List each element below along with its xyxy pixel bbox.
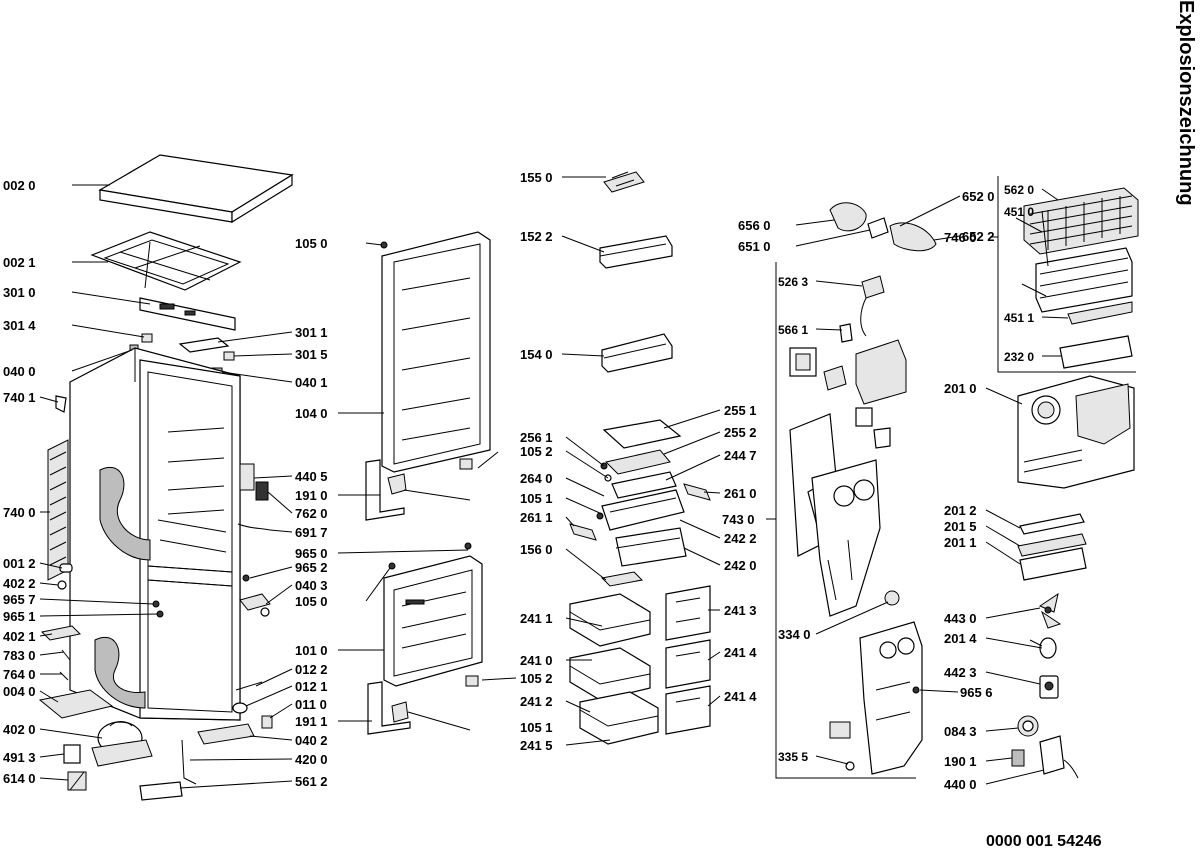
label-1911: 191 1	[295, 714, 328, 729]
label-6522: 652 2	[962, 229, 995, 244]
label-1540: 154 0	[520, 347, 553, 362]
label-4510: 451 0	[1004, 205, 1034, 219]
label-7830: 783 0	[3, 648, 36, 663]
label-6510: 651 0	[738, 239, 771, 254]
label-2561: 256 1	[520, 430, 553, 445]
label-6917: 691 7	[295, 525, 328, 540]
label-1052b: 105 2	[520, 671, 553, 686]
label-0121: 012 1	[295, 679, 328, 694]
cabinet-assembly	[38, 154, 294, 791]
label-1910: 191 0	[295, 488, 328, 503]
label-6140: 614 0	[3, 771, 36, 786]
label-3010: 301 0	[3, 285, 36, 300]
label-6520: 652 0	[962, 189, 995, 204]
label-1050a: 105 0	[295, 236, 328, 251]
evaporator-and-fan-parts	[997, 176, 1139, 779]
label-0040: 004 0	[3, 684, 36, 699]
label-2413: 241 3	[724, 603, 757, 618]
label-1522: 152 2	[520, 229, 553, 244]
label-4020: 402 0	[3, 722, 36, 737]
label-0401: 040 1	[295, 375, 328, 390]
label-0402: 040 2	[295, 733, 328, 748]
label-1051a: 105 1	[520, 491, 553, 506]
diagram-title: Explosionszeichnung	[1175, 0, 1197, 206]
label-2014: 201 4	[944, 631, 977, 646]
label-2610: 261 0	[724, 486, 757, 501]
label-4400: 440 0	[944, 777, 977, 792]
label-4430: 443 0	[944, 611, 977, 626]
label-1051b: 105 1	[520, 720, 553, 735]
label-0122: 012 2	[295, 662, 328, 677]
label-2012: 201 2	[944, 503, 977, 518]
label-0012: 001 2	[3, 556, 36, 571]
label-5612: 561 2	[295, 774, 328, 789]
cooling-control-parts	[775, 202, 937, 779]
label-2420: 242 0	[724, 558, 757, 573]
label-1560: 156 0	[520, 542, 553, 557]
label-3014: 301 4	[3, 318, 36, 333]
label-2410: 241 0	[520, 653, 553, 668]
label-2422: 242 2	[724, 531, 757, 546]
label-9651: 965 1	[3, 609, 36, 624]
label-2447: 244 7	[724, 448, 757, 463]
label-2010: 201 0	[944, 381, 977, 396]
label-5263: 526 3	[778, 275, 808, 289]
label-4021: 402 1	[3, 629, 36, 644]
label-3355: 335 5	[778, 750, 808, 764]
label-2611: 261 1	[520, 510, 553, 525]
label-0400: 040 0	[3, 364, 36, 379]
label-3340: 334 0	[778, 627, 811, 642]
label-4200: 420 0	[295, 752, 328, 767]
label-4405: 440 5	[295, 469, 328, 484]
label-1040: 104 0	[295, 406, 328, 421]
label-9657: 965 7	[3, 592, 36, 607]
label-3015: 301 5	[295, 347, 328, 362]
part-labels: 002 0 002 1 301 0 301 4 040 0 740 1 740 …	[3, 170, 1034, 792]
label-2551: 255 1	[724, 403, 757, 418]
label-2414a: 241 4	[724, 645, 757, 660]
label-2412: 241 2	[520, 694, 553, 709]
label-5620: 562 0	[1004, 183, 1034, 197]
label-6560: 656 0	[738, 218, 771, 233]
label-3011: 301 1	[295, 325, 328, 340]
label-0110: 011 0	[295, 697, 327, 712]
label-4511: 451 1	[1004, 311, 1034, 325]
label-2411: 241 1	[520, 611, 553, 626]
label-2015: 201 5	[944, 519, 977, 534]
label-9656: 965 6	[960, 685, 993, 700]
label-7400: 740 0	[3, 505, 36, 520]
label-0020: 002 0	[3, 178, 36, 193]
label-7430: 743 0	[722, 512, 755, 527]
label-4022: 402 2	[3, 576, 36, 591]
label-7640: 764 0	[3, 667, 36, 682]
label-2415: 241 5	[520, 738, 553, 753]
label-2640: 264 0	[520, 471, 553, 486]
label-0843: 084 3	[944, 724, 977, 739]
leader-lines	[39, 176, 1069, 789]
label-0403: 040 3	[295, 578, 328, 593]
label-9650: 965 0	[295, 546, 328, 561]
label-9652: 965 2	[295, 560, 328, 575]
label-1010: 101 0	[295, 643, 328, 658]
label-4913: 491 3	[3, 750, 36, 765]
label-2414b: 241 4	[724, 689, 757, 704]
label-7401: 740 1	[3, 390, 36, 405]
label-2552: 255 2	[724, 425, 757, 440]
label-1050b: 105 0	[295, 594, 328, 609]
document-number: 0000 001 54246	[986, 833, 1102, 850]
label-1052a: 105 2	[520, 444, 553, 459]
label-0021: 002 1	[3, 255, 36, 270]
label-1901: 190 1	[944, 754, 977, 769]
interior-parts	[569, 171, 711, 745]
label-4423: 442 3	[944, 665, 977, 680]
label-5661: 566 1	[778, 323, 808, 337]
label-7620: 762 0	[295, 506, 328, 521]
label-7460: 746 0	[944, 230, 977, 245]
door-assembly	[139, 231, 491, 801]
label-1550: 155 0	[520, 170, 553, 185]
label-2320: 232 0	[1004, 350, 1034, 364]
label-2011: 201 1	[944, 535, 977, 550]
